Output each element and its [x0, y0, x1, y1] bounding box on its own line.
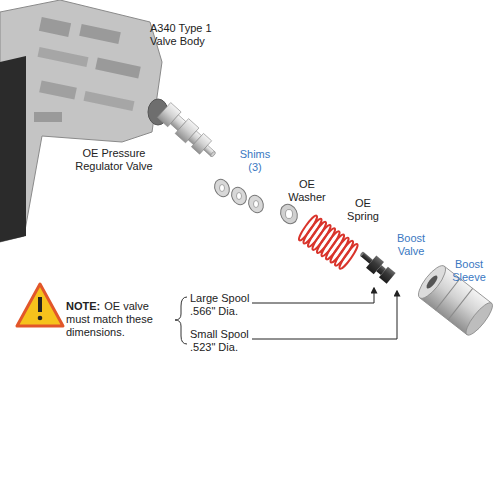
bracket	[175, 297, 187, 344]
spring	[297, 214, 360, 270]
dimension-label: Small Spool .523" Dia.	[190, 328, 258, 354]
part-name: A340 Type 1 Valve Body	[150, 22, 222, 48]
part-name: Shims (3)	[236, 148, 274, 174]
part-name: Boost Valve	[391, 232, 431, 258]
part-name: Boost Sleeve	[446, 258, 492, 284]
shim	[212, 177, 232, 199]
warning-symbol	[17, 284, 63, 326]
part-name: OE Spring	[340, 197, 386, 223]
washer	[278, 202, 301, 227]
note-heading: NOTE:	[66, 300, 100, 312]
pressure-regulator-valve	[157, 103, 221, 163]
shim	[246, 193, 266, 215]
note-block: NOTE:OE valve must match these dimension…	[66, 300, 166, 339]
valve-body	[0, 0, 168, 242]
leader-line	[252, 291, 397, 339]
boost-valve	[356, 247, 396, 284]
shim	[229, 185, 249, 207]
dimension-label: Large Spool .566" Dia.	[190, 292, 258, 318]
part-name: OE Washer	[284, 178, 330, 204]
part-name: OE Pressure Regulator Valve	[70, 147, 158, 173]
leader-line	[252, 288, 374, 303]
